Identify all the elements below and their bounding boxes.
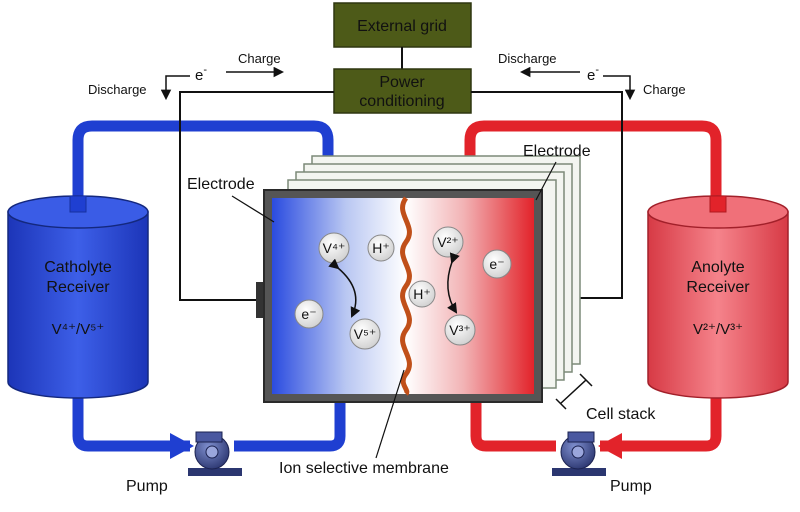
catholyte-cell-inlet-pipe (234, 390, 346, 452)
catholyte-pump (188, 431, 242, 476)
catholyte-pump-hub (205, 445, 219, 459)
electron-right-label: e⁻ (489, 256, 504, 272)
pump-right-label: Pump (610, 478, 652, 495)
external-grid: External grid (333, 2, 472, 48)
ion-v3: V³⁺ (444, 314, 476, 346)
anolyte-pump-arrow (598, 433, 622, 459)
electron-left: e⁻ (294, 299, 324, 329)
cell-stack-label: Cell stack (586, 406, 656, 423)
anolyte-couple-label: V²⁺/V³⁺ (693, 321, 743, 338)
v2-v3-conversion-arrow (447, 252, 460, 314)
anolyte-label-line1: Anolyte (691, 259, 744, 276)
cell (263, 189, 543, 403)
ion-h-left: H⁺ (367, 234, 395, 262)
anolyte-tank-nozzle-cover (709, 195, 727, 213)
left-discharge-arrow (160, 75, 190, 101)
ion-h-mid: H⁺ (408, 280, 436, 308)
left-electron-label: e- (195, 64, 207, 84)
catholyte-return-pipe (72, 120, 334, 205)
electron-right: e⁻ (482, 249, 512, 279)
catholyte-pump-arrow (170, 433, 194, 459)
anolyte-pump (552, 431, 606, 476)
anolyte-cell-inlet-pipe (470, 390, 556, 452)
ion-h-left-label: H⁺ (372, 240, 390, 256)
right-electron-label: e- (587, 64, 599, 84)
anolyte-pump-outlet (567, 431, 595, 443)
ion-v4-label: V⁴⁺ (323, 240, 346, 256)
catholyte-pump-outlet (195, 431, 223, 443)
catholyte-label-line1: Catholyte (44, 259, 112, 276)
ion-v2: V²⁺ (432, 226, 464, 258)
electrode-right-label: Electrode (523, 143, 591, 160)
right-discharge-label: Discharge (498, 51, 557, 66)
v4-v5-conversion-arrow (328, 258, 361, 318)
catholyte-pump-base (188, 468, 242, 476)
external-grid-label: External grid (357, 18, 447, 35)
right-charge-label: Charge (643, 82, 686, 97)
power-conditioning-label-line2: conditioning (359, 93, 444, 110)
power-conditioning-label-line1: Power (379, 74, 425, 91)
catholyte-half-cell (272, 198, 406, 394)
anolyte-pump-hub (571, 445, 585, 459)
ion-selective-membrane (400, 196, 412, 396)
electrode-left-label: Electrode (187, 176, 255, 193)
cell-stack-bracket (555, 373, 593, 410)
left-charge-label: Charge (238, 51, 281, 66)
left-discharge-label: Discharge (88, 82, 147, 97)
right-charge-arrow (603, 75, 636, 101)
ion-v5-label: V⁵⁺ (354, 326, 377, 342)
anolyte-tank: Anolyte Receiver V²⁺/V³⁺ (647, 195, 789, 399)
electrode-left-leader (231, 195, 275, 223)
membrane-label: Ion selective membrane (279, 460, 449, 477)
pump-left-label: Pump (126, 478, 168, 495)
left-wire (179, 91, 334, 301)
ion-v3-label: V³⁺ (449, 322, 470, 338)
power-conditioning-box (333, 68, 472, 114)
ion-v2-label: V²⁺ (437, 234, 458, 250)
power-conditioning: Power conditioning (333, 68, 472, 114)
membrane-leader (375, 369, 405, 459)
catholyte-supply-pipe (72, 395, 190, 452)
ion-v5: V⁵⁺ (349, 318, 381, 350)
anolyte-pump-base (552, 468, 606, 476)
ion-h-mid-label: H⁺ (413, 286, 431, 302)
catholyte-couple-label: V⁴⁺/V⁵⁺ (52, 321, 105, 338)
ion-v4: V⁴⁺ (318, 232, 350, 264)
electrode-right-leader (535, 161, 557, 201)
right-wire (471, 91, 623, 299)
anolyte-supply-pipe (600, 395, 722, 452)
catholyte-tank: Catholyte Receiver V⁴⁺/V⁵⁺ (7, 195, 149, 399)
anolyte-label-line2: Receiver (686, 279, 750, 296)
catholyte-tank-nozzle-cover (69, 195, 87, 213)
anolyte-return-pipe (464, 120, 722, 205)
catholyte-label-line2: Receiver (46, 279, 110, 296)
electron-left-label: e⁻ (301, 306, 316, 322)
anolyte-tank-body (647, 211, 789, 399)
catholyte-tank-body (7, 211, 149, 399)
external-grid-box (333, 2, 472, 48)
